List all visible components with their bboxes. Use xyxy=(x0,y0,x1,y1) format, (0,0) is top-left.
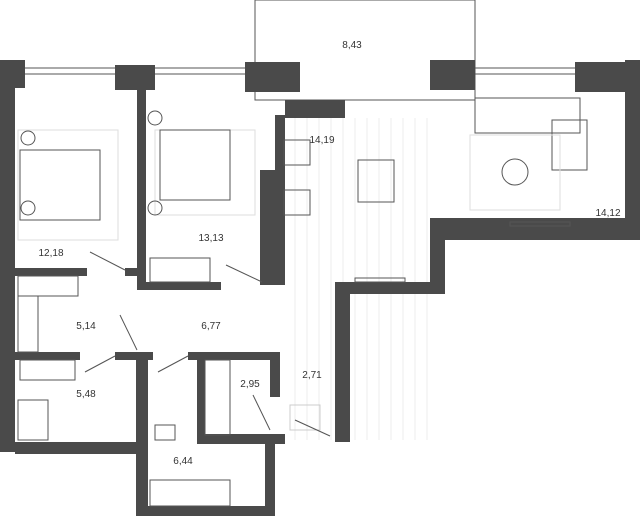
area-kitchen: 14,19 xyxy=(309,135,334,146)
windows xyxy=(25,67,575,283)
area-bedroom-2: 13,13 xyxy=(198,233,223,244)
area-storage: 2,95 xyxy=(240,379,260,390)
area-corridor: 2,71 xyxy=(302,370,322,381)
area-hallway: 6,77 xyxy=(201,321,221,332)
furniture xyxy=(17,97,588,507)
walls xyxy=(0,60,640,516)
room-labels: 8,43 14,19 14,12 12,18 13,13 5,14 6,77 5… xyxy=(38,40,620,467)
area-bathroom-1: 5,48 xyxy=(76,389,96,400)
doors xyxy=(84,251,331,437)
area-bathroom-2: 6,44 xyxy=(173,456,193,467)
balcony-outline xyxy=(254,0,476,101)
area-living: 14,12 xyxy=(595,208,620,219)
area-wardrobe: 5,14 xyxy=(76,321,96,332)
area-balcony: 8,43 xyxy=(342,40,362,51)
area-bedroom-1: 12,18 xyxy=(38,248,63,259)
